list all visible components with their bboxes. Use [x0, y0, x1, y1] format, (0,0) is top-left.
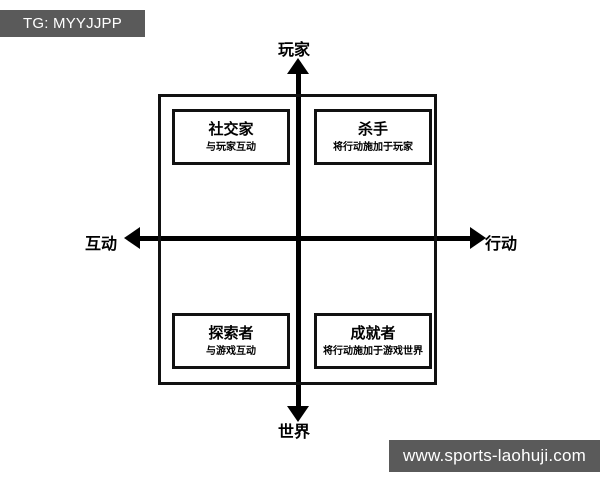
axis-label-interacting: 互动 [85, 234, 118, 253]
quadrant-card-killer: 杀手 将行动施加于玩家 [314, 109, 432, 165]
arrow-right-icon [470, 227, 486, 249]
arrow-up-icon [287, 58, 309, 74]
quadrant-title: 成就者 [350, 324, 396, 343]
site-watermark-badge: www.sports-laohuji.com [389, 440, 600, 472]
quadrant-title: 探索者 [208, 324, 254, 343]
quadrant-card-explorer: 探索者 与游戏互动 [172, 313, 290, 369]
arrow-down-icon [287, 406, 309, 422]
quadrant-card-achiever: 成就者 将行动施加于游戏世界 [314, 313, 432, 369]
telegram-watermark-badge: TG: MYYJJPP [0, 10, 145, 37]
quadrant-subtitle: 与玩家互动 [206, 141, 256, 153]
axis-label-acting: 行动 [485, 234, 518, 253]
axis-label-world: 世界 [278, 422, 311, 441]
arrow-left-icon [124, 227, 140, 249]
quadrant-title: 社交家 [208, 120, 254, 139]
matrix-frame [158, 94, 437, 385]
quadrant-card-socializer: 社交家 与玩家互动 [172, 109, 290, 165]
axis-label-players: 玩家 [278, 40, 311, 59]
quadrant-subtitle: 与游戏互动 [206, 345, 256, 357]
horizontal-axis-line [128, 236, 474, 241]
quadrant-subtitle: 将行动施加于游戏世界 [323, 345, 423, 357]
quadrant-title: 杀手 [357, 120, 388, 139]
quadrant-subtitle: 将行动施加于玩家 [333, 141, 413, 153]
